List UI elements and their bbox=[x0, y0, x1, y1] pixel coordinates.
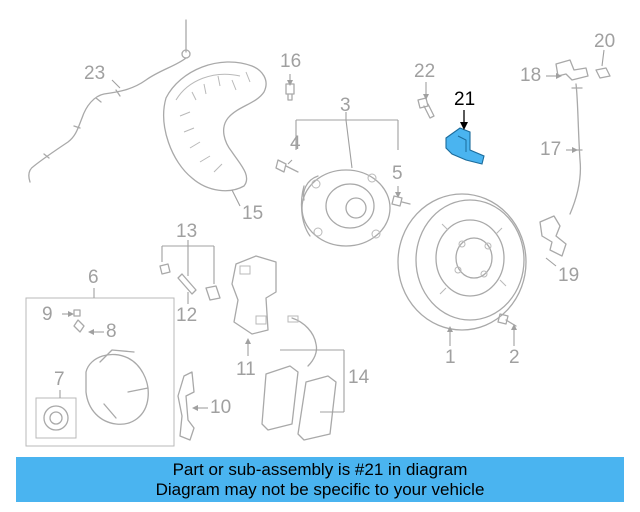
callout-2: 2 bbox=[509, 347, 520, 368]
callout-7: 7 bbox=[54, 369, 65, 390]
abs-wire-harness-drawing bbox=[28, 19, 191, 183]
callout-12: 12 bbox=[176, 305, 198, 326]
banner-line-2: Diagram may not be specific to your vehi… bbox=[155, 479, 485, 499]
callout-1: 1 bbox=[445, 347, 456, 368]
wheel-hub-drawing bbox=[300, 169, 391, 247]
callout-6: 6 bbox=[88, 267, 99, 288]
callout-5: 5 bbox=[392, 163, 403, 184]
callout-13: 13 bbox=[176, 221, 198, 242]
callout-11: 11 bbox=[236, 359, 256, 380]
spring-clip-drawing bbox=[177, 371, 195, 441]
callout-19: 19 bbox=[558, 265, 580, 286]
brake-disc-drawing bbox=[397, 193, 527, 331]
callout-8: 8 bbox=[106, 321, 117, 342]
caliper-assembly-box bbox=[25, 297, 175, 447]
callout-16: 16 bbox=[280, 51, 302, 72]
callout-10: 10 bbox=[210, 397, 232, 418]
callout-18: 18 bbox=[520, 65, 542, 86]
dust-shield-drawing bbox=[163, 61, 267, 192]
callout-20: 20 bbox=[594, 31, 616, 52]
bolt-4-drawing bbox=[275, 159, 299, 173]
bolt-16-drawing bbox=[285, 83, 295, 101]
abs-speed-sensor-highlight bbox=[445, 127, 485, 165]
callout-14: 14 bbox=[348, 367, 370, 388]
banner-line-1: Part or sub-assembly is #21 in diagram bbox=[172, 459, 468, 479]
callout-15: 15 bbox=[242, 203, 264, 224]
callout-23: 23 bbox=[84, 63, 106, 84]
caliper-carrier-drawing bbox=[231, 255, 277, 335]
callout-22: 22 bbox=[414, 61, 436, 82]
brake-pads-drawing bbox=[261, 315, 337, 441]
bolt-22-drawing bbox=[417, 97, 435, 119]
guide-pins-drawing bbox=[159, 263, 221, 301]
callout-9: 9 bbox=[42, 304, 53, 325]
callout-4: 4 bbox=[290, 133, 301, 154]
leader-lines bbox=[59, 49, 605, 413]
bolt-5-drawing bbox=[391, 195, 411, 207]
callout-3: 3 bbox=[340, 95, 351, 116]
callout-17: 17 bbox=[540, 139, 562, 160]
info-banner: Part or sub-assembly is #21 in diagram D… bbox=[16, 457, 624, 502]
callout-21: 21 bbox=[454, 89, 476, 110]
